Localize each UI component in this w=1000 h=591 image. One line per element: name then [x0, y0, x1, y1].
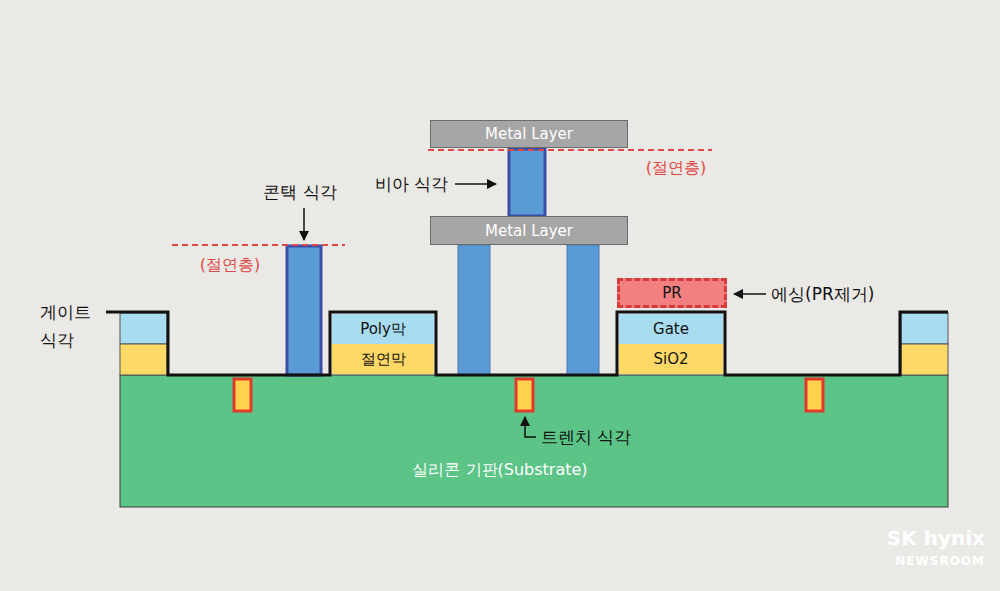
step-label: 콘택 식각: [240, 181, 360, 203]
leader-arrow: [734, 293, 766, 295]
leader-arrow: [455, 183, 496, 185]
metal-layer: Metal Layer: [430, 216, 628, 245]
step-label: 비아 식각: [330, 173, 448, 195]
insulator-level: [428, 149, 712, 151]
node-text: SiO2: [653, 350, 688, 368]
insulator-level: [172, 244, 345, 246]
via-plug: [509, 149, 545, 216]
layer-note: (절연층): [170, 254, 290, 276]
node-text: Metal Layer: [485, 222, 573, 240]
substrate-label-box: 실리콘 기판(Substrate): [380, 452, 620, 488]
poly-layer: Poly막: [332, 314, 434, 344]
node-text: PR: [662, 284, 681, 302]
gate-layer: Gate: [619, 314, 723, 344]
edge-oxide: [120, 344, 167, 375]
step-label: 트렌치 식각: [541, 426, 681, 448]
step-label: 게이트 식각: [40, 298, 102, 354]
metal-layer: Metal Layer: [430, 120, 628, 148]
step-label: 에싱(PR제거): [771, 283, 921, 305]
watermark: SK hynix: [845, 526, 985, 550]
oxide-layer: SiO2: [619, 344, 723, 374]
trench: [806, 379, 823, 411]
metal-plug: [458, 245, 490, 375]
silicon-substrate: [120, 375, 948, 507]
edge-oxide: [901, 344, 948, 375]
watermark: NEWSROOM: [845, 553, 985, 569]
node-text: Poly막: [360, 320, 406, 339]
layer-note: (절연층): [616, 157, 736, 179]
contact-plug: [287, 246, 321, 375]
etch-profile: [106, 312, 948, 375]
node-text: 실리콘 기판(Substrate): [412, 460, 587, 481]
insulator-layer: 절연막: [332, 344, 434, 374]
node-text: Metal Layer: [485, 125, 573, 143]
node-text: Gate: [653, 320, 689, 338]
edge-poly: [120, 313, 167, 344]
trench: [234, 379, 251, 411]
metal-plug: [567, 245, 599, 375]
leader-arrow: [525, 417, 536, 437]
leader-arrow: [303, 208, 305, 240]
edge-poly: [901, 313, 948, 344]
trench: [516, 379, 533, 411]
photoresist: PR: [617, 278, 727, 308]
node-text: 절연막: [361, 350, 406, 369]
